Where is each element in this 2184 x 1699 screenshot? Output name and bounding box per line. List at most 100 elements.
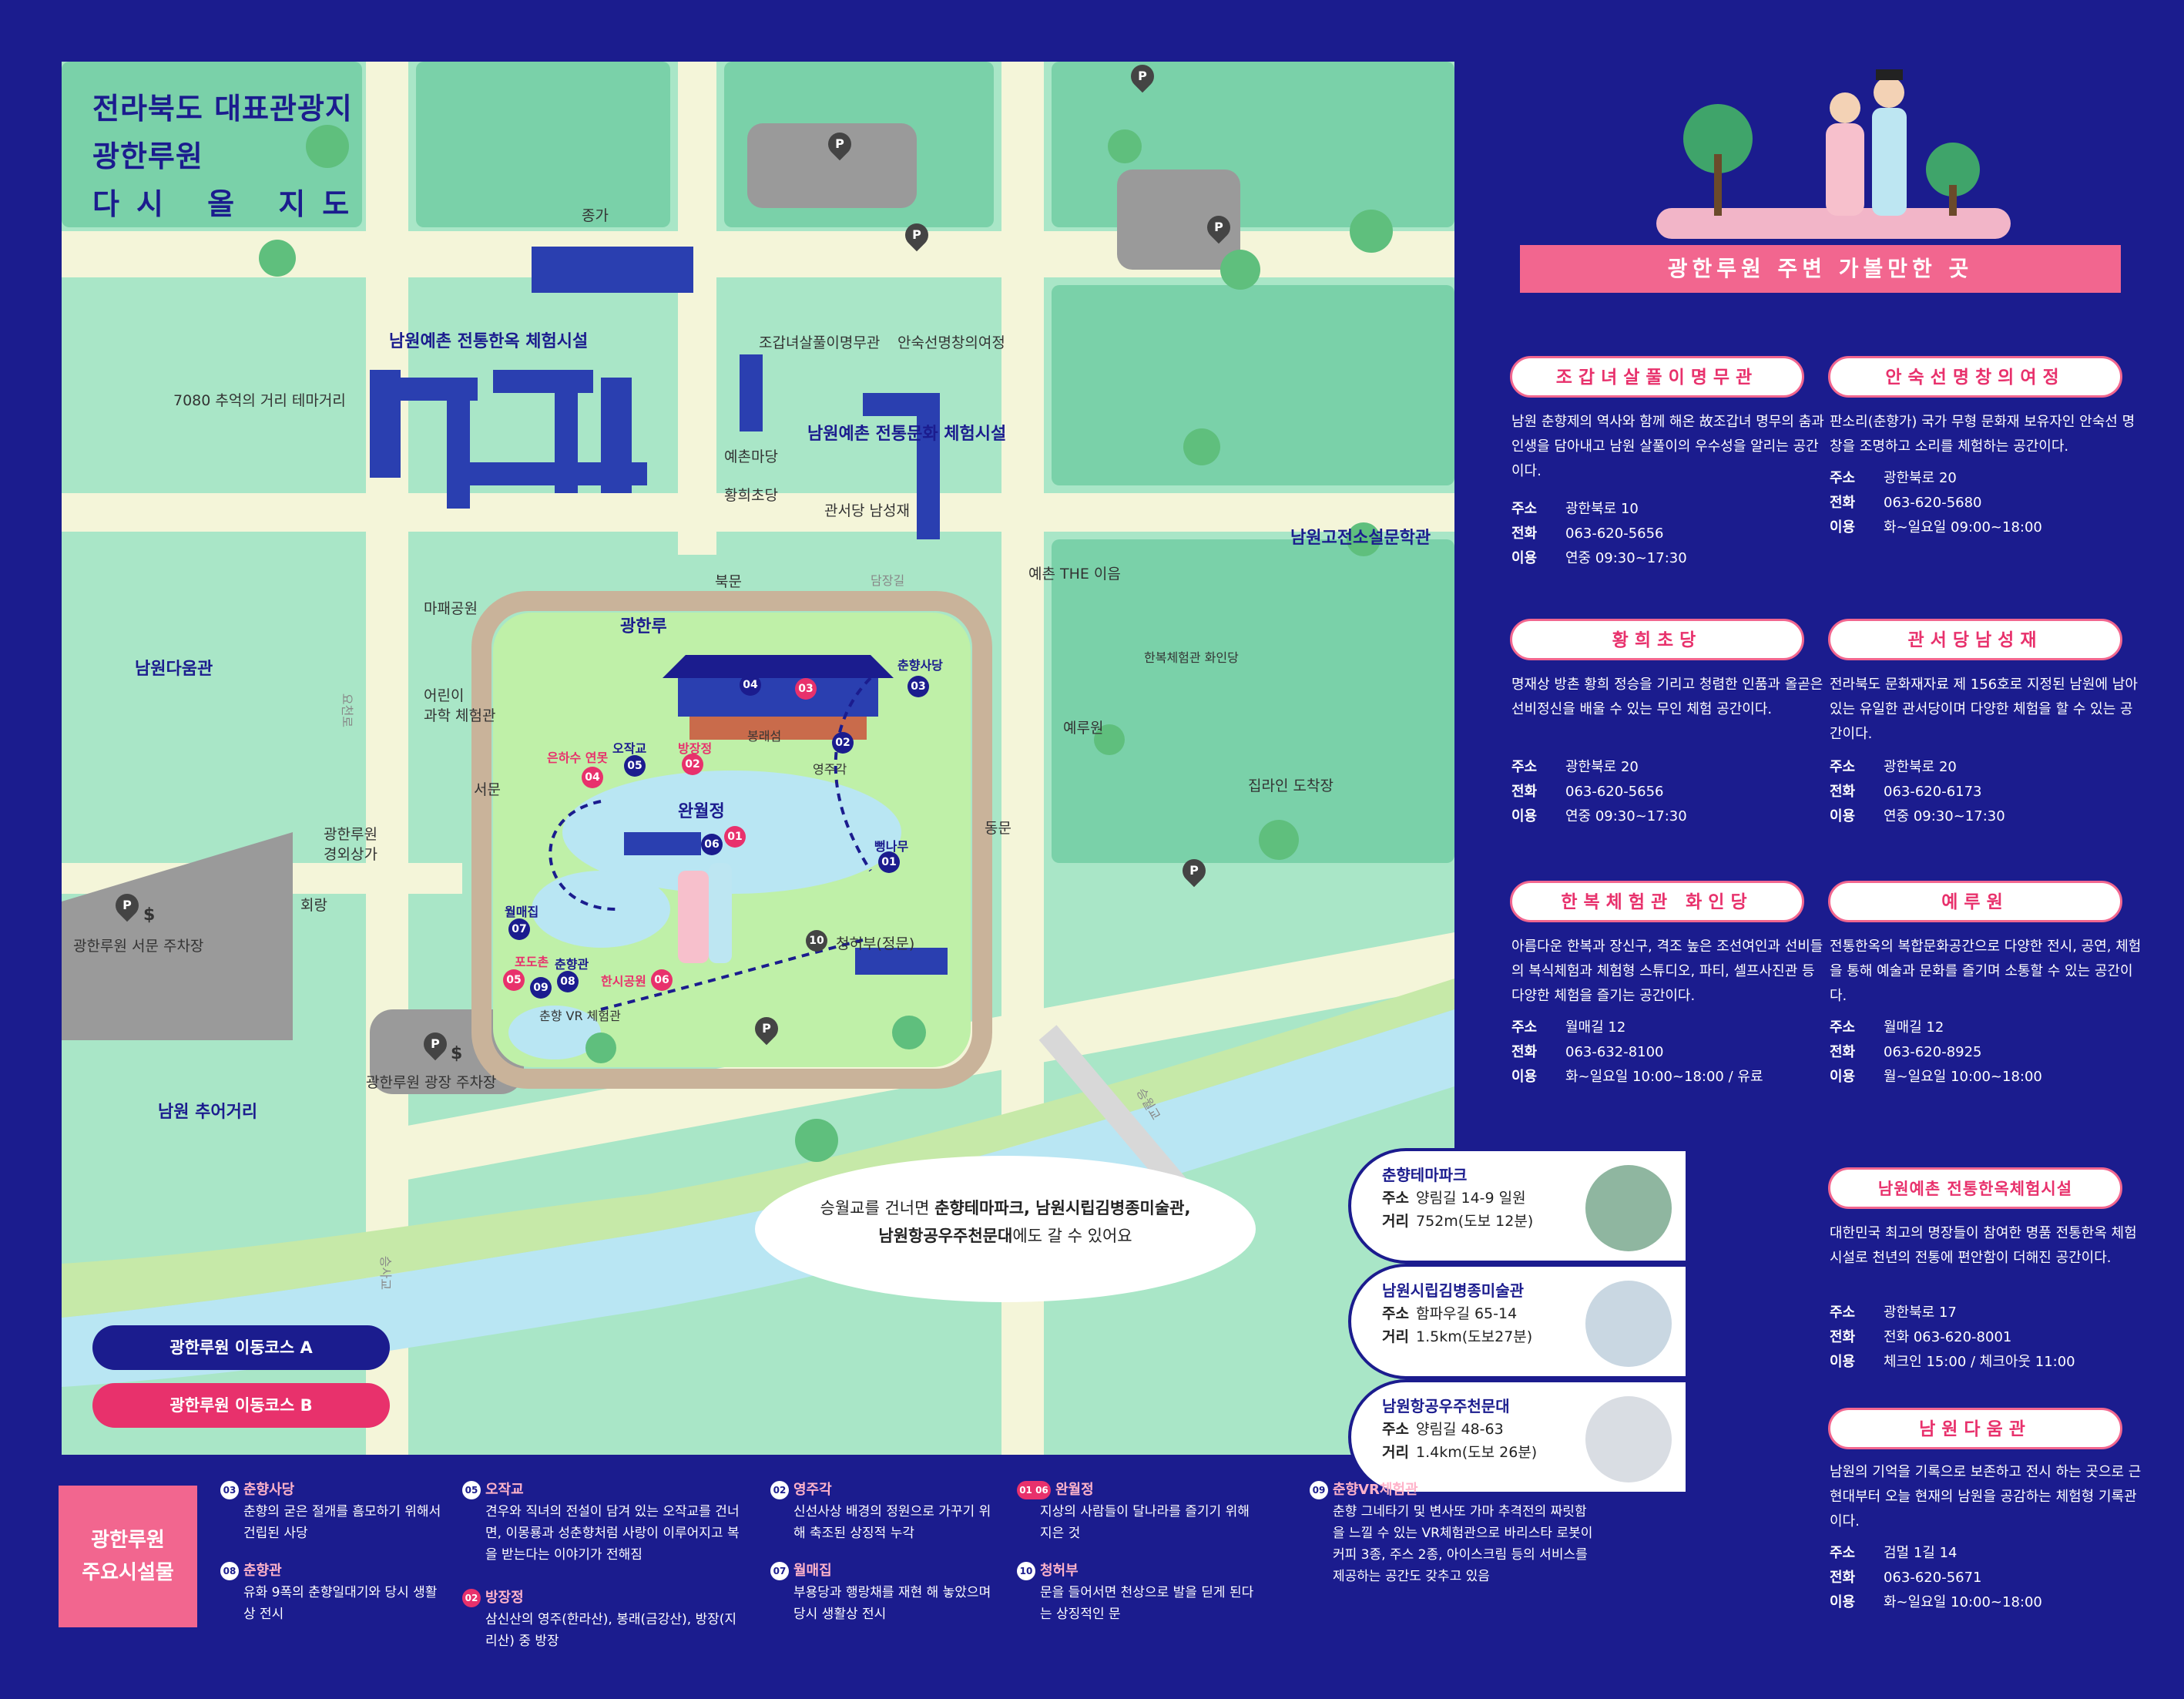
course-a-button[interactable]: 광한루원 이동코스 A [92, 1325, 390, 1370]
label-bangjangjeong[interactable]: 방장정 [678, 741, 713, 756]
marker-03-b[interactable]: 03 [795, 678, 817, 700]
place-desc: 전통한옥의 복합문화공간으로 다양한 전시, 공연, 체험을 통해 예술과 문화… [1830, 938, 2142, 1004]
dollar-icon: $ [451, 1044, 463, 1063]
marker-01-a[interactable]: 01 [878, 851, 900, 873]
parking-icon[interactable]: P [1202, 210, 1236, 244]
map-title: 전라북도 대표관광지 광한루원 다시 올 지도 [92, 85, 366, 228]
label-gwanghallu[interactable]: 광한루 [620, 617, 667, 636]
marker-08-a[interactable]: 08 [557, 971, 579, 992]
label-dongmun[interactable]: 동문 [985, 820, 1011, 837]
marker-05-b[interactable]: 05 [503, 969, 525, 991]
label-plaza-parking[interactable]: 광한루원 광장 주차장 [366, 1074, 497, 1091]
place-pill-hanbok[interactable]: 한복체험관 화인당 [1510, 881, 1804, 922]
marker-04-b[interactable]: 04 [582, 767, 603, 788]
label-street-7080[interactable]: 7080 추억의 거리 테마거리 [173, 392, 346, 409]
parking-icon[interactable]: P [110, 888, 144, 922]
thumbnail-photo [1585, 1396, 1672, 1482]
label-yechon-the-ieum[interactable]: 예촌 THE 이음 [1028, 566, 1121, 583]
label-hansi-park[interactable]: 한시공원 [601, 974, 646, 989]
label-west-parking[interactable]: 광한루원 서문 주차장 [73, 938, 204, 955]
marker-02-b[interactable]: 02 [682, 754, 703, 775]
parking-icon[interactable]: P [750, 1012, 783, 1046]
course-b-button[interactable]: 광한루원 이동코스 B [92, 1383, 390, 1428]
label-bukmun[interactable]: 북문 [715, 573, 742, 590]
marker-06-a[interactable]: 06 [701, 834, 723, 855]
place-pill-gwanseodang[interactable]: 관서당남성재 [1828, 619, 2122, 660]
label-jongga[interactable]: 종가 [582, 207, 609, 224]
label-chueo-street[interactable]: 남원 추어거리 [158, 1103, 258, 1122]
marker-01-b[interactable]: 01 [724, 826, 746, 848]
label-hanbok-hwaindang[interactable]: 한복체험관 화인당 [1144, 650, 1239, 665]
label-hwanghoe[interactable]: 황희초당 [724, 487, 778, 504]
place-pill-ansukseon[interactable]: 안숙선명창의여정 [1828, 356, 2122, 398]
label-wolmaejip[interactable]: 월매집 [505, 905, 539, 919]
label-ppeongnamu[interactable]: 뻥나무 [874, 839, 909, 854]
label-yeruwon[interactable]: 예루원 [1063, 720, 1104, 737]
place-pill-hanok-stay[interactable]: 남원예촌 전통한옥체험시설 [1828, 1167, 2122, 1209]
label-jogapnyeo[interactable]: 조갑녀살풀이명무관 [759, 334, 881, 351]
label-vr-center[interactable]: 춘향 VR 체험관 [539, 1009, 621, 1023]
map-title-line1: 전라북도 대표관광지 [92, 92, 353, 126]
label-gohwan-museum[interactable]: 남원고전소설문학관 [1290, 529, 1431, 548]
label-hoerang[interactable]: 회랑 [300, 897, 327, 914]
place-pill-namwon-daum[interactable]: 남원다움관 [1828, 1408, 2122, 1449]
label-podongchon[interactable]: 포도촌 [515, 955, 549, 969]
label-bongraeseom[interactable]: 봉래섬 [747, 729, 782, 744]
place-desc: 전라북도 문화재자료 제 156호로 지정된 남원에 남아있는 유일한 관서당이… [1830, 677, 2138, 742]
marker-05-a[interactable]: 05 [624, 755, 646, 777]
marker-09-a[interactable]: 09 [530, 977, 552, 999]
dollar-icon: $ [143, 905, 156, 925]
marker-10[interactable]: 10 [806, 930, 827, 952]
parking-icon[interactable]: P [823, 127, 857, 161]
parking-icon[interactable]: P [900, 218, 934, 252]
label-chunhyanggwan[interactable]: 춘향관 [555, 957, 589, 972]
label-namwon-daum[interactable]: 남원다움관 [135, 660, 213, 679]
parking-icon[interactable]: P [1177, 854, 1211, 888]
place-pill-hwanghoe[interactable]: 황희초당 [1510, 619, 1804, 660]
parking-icon[interactable]: P [418, 1027, 452, 1061]
label-wanwoljeong[interactable]: 완월정 [678, 802, 725, 821]
thumbnail-photo [1585, 1281, 1672, 1367]
label-ansukseon[interactable]: 안숙선명창의여정 [897, 334, 1005, 351]
tourist-map[interactable]: 전라북도 대표관광지 광한루원 다시 올 지도 종가 남원예촌 전통한옥 체험시… [62, 62, 1454, 1455]
map-title-line2: 광한루원 [92, 139, 203, 173]
label-ojakgyo[interactable]: 오작교 [612, 741, 647, 756]
label-gwanseodang[interactable]: 관서당 남성재 [824, 502, 910, 519]
label-shopping[interactable]: 광한루원 경외상가 [324, 826, 377, 863]
couple-illustration [1656, 69, 2011, 239]
marker-07-a[interactable]: 07 [508, 918, 530, 940]
label-children-science[interactable]: 어린이 과학 체험관 [424, 687, 496, 724]
place-pill-jogapnyeo[interactable]: 조갑녀살풀이명무관 [1510, 356, 1804, 398]
place-desc: 아름다운 한복과 장신구, 격조 높은 조선여인과 선비들의 복식체험과 체험형… [1511, 938, 1823, 1004]
label-eunhasu[interactable]: 은하수 연못 [547, 750, 609, 765]
marker-04-a[interactable]: 04 [740, 674, 761, 696]
label-culture-experience[interactable]: 남원예촌 전통문화 체험시설 [807, 425, 1007, 444]
marker-06-b[interactable]: 06 [651, 969, 673, 991]
label-hanok-experience[interactable]: 남원예촌 전통한옥 체험시설 [389, 332, 589, 351]
place-desc: 판소리(춘향가) 국가 무형 문화재 보유자인 안숙선 명창을 조명하고 소리를… [1830, 414, 2135, 455]
label-cheongheobu[interactable]: 청허부(정문) [836, 935, 915, 952]
label-jiprain[interactable]: 집라인 도착장 [1248, 777, 1334, 794]
label-yeongjugak[interactable]: 영주각 [813, 762, 847, 777]
marker-03-a[interactable]: 03 [907, 676, 929, 697]
label-seomun[interactable]: 서문 [474, 781, 501, 798]
label-yechon-madang[interactable]: 예촌마당 [724, 448, 778, 465]
bridge-info-bubble: 승월교를 건너면 춘향테마파크, 남원시립김병종미술관, 남원항공우주천문대에도… [755, 1156, 1256, 1302]
label-chunhyang-sadang[interactable]: 춘향사당 [897, 658, 943, 673]
label-mapae-park[interactable]: 마패공원 [424, 600, 478, 617]
place-pill-yeruwon[interactable]: 예루원 [1828, 881, 2122, 922]
marker-02-a[interactable]: 02 [832, 732, 854, 754]
